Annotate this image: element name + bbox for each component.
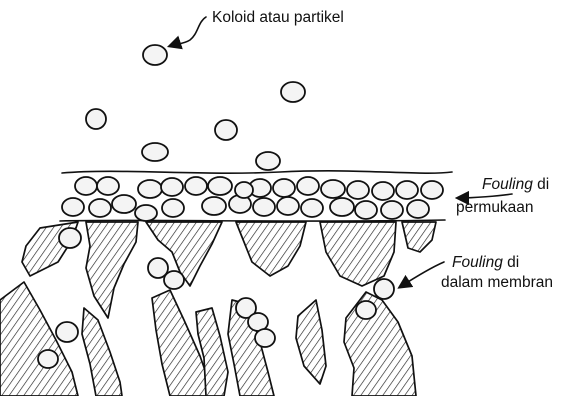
particle: [273, 179, 295, 197]
particle: [142, 143, 168, 161]
label-internal-fouling-line2: dalam membran: [441, 274, 553, 291]
particle: [135, 205, 157, 221]
colloid-leader-arrow: [170, 17, 206, 46]
particle: [301, 199, 323, 217]
particle: [347, 181, 369, 199]
label-surface-fouling-rest: di: [533, 176, 549, 193]
label-internal-fouling-italic: Fouling: [452, 254, 503, 271]
membrane-pore-wall: [236, 222, 306, 276]
particle: [208, 177, 232, 195]
particle: [161, 178, 183, 196]
cake-bottom-line: [60, 220, 445, 221]
membrane-pore-wall: [344, 292, 416, 396]
particle: [255, 329, 275, 347]
particle: [138, 180, 162, 198]
free-colloid-particles: [86, 45, 305, 170]
particle: [297, 177, 319, 195]
particle: [97, 177, 119, 195]
particle: [185, 177, 207, 195]
particle: [277, 197, 299, 215]
internal-fouling-arrow: [400, 262, 444, 287]
particle: [256, 152, 280, 170]
particle: [235, 182, 253, 198]
particle: [330, 198, 354, 216]
particle: [355, 201, 377, 219]
particle: [215, 120, 237, 140]
particle: [253, 198, 275, 216]
label-internal-fouling-rest: di: [503, 254, 519, 271]
surface-fouling-arrow: [458, 194, 512, 198]
label-internal-fouling-line1: Fouling di: [452, 254, 519, 271]
membrane-pore-wall: [320, 222, 396, 286]
particle: [56, 322, 78, 342]
particle: [162, 199, 184, 217]
particle: [407, 200, 429, 218]
label-colloid: Koloid atau partikel: [212, 9, 344, 26]
particle: [321, 180, 345, 198]
particle: [372, 182, 394, 200]
particle: [381, 201, 403, 219]
label-surface-fouling-line1: Fouling di: [482, 176, 549, 193]
membrane-pore-wall: [82, 308, 122, 396]
particle: [89, 199, 111, 217]
particle: [281, 82, 305, 102]
particle: [86, 109, 106, 129]
particle: [62, 198, 84, 216]
particle: [356, 301, 376, 319]
particle: [421, 181, 443, 199]
particle: [59, 228, 81, 248]
particle: [143, 45, 167, 65]
particle: [112, 195, 136, 213]
label-surface-fouling-italic: Fouling: [482, 176, 533, 193]
particle: [164, 271, 184, 289]
membrane-pore-wall: [402, 222, 436, 252]
label-surface-fouling-line2: permukaan: [456, 199, 534, 216]
particle: [374, 279, 394, 299]
particle: [396, 181, 418, 199]
surface-fouling-particles: [62, 177, 443, 221]
cake-top-line: [62, 171, 452, 173]
particle: [75, 177, 97, 195]
particle: [38, 350, 58, 368]
membrane-pore-wall: [86, 222, 138, 318]
membrane-pore-wall: [296, 300, 326, 384]
particle: [202, 197, 226, 215]
